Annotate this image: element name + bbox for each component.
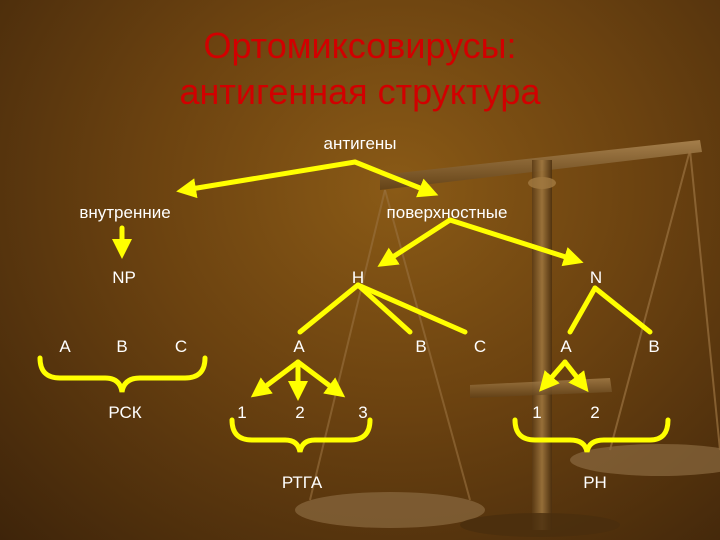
scale-chain-left-2: [384, 189, 471, 501]
line-n-a: [567, 285, 598, 335]
node-surface: поверхностные: [386, 203, 508, 222]
arrow-root-internal: [176, 159, 358, 199]
arrow-na-2: [562, 359, 589, 393]
node-h-3: 3: [358, 403, 368, 422]
title-line-1: Ортомиксовирусы:: [203, 25, 517, 66]
node-antigens: антигены: [323, 134, 397, 153]
node-n-2: 2: [590, 403, 600, 422]
line-n-b: [592, 285, 653, 335]
scale-pan-left: [295, 492, 485, 528]
scale-chain-left-1: [309, 189, 386, 501]
arrow-surface-n: [447, 217, 584, 267]
line-h-b: [355, 282, 413, 335]
node-np-c: C: [174, 337, 188, 356]
arrow-ha-1: [250, 359, 301, 398]
scale-chain-right-1: [609, 149, 691, 451]
node-h-b: B: [415, 337, 427, 356]
node-h-a: A: [293, 337, 305, 356]
method-rn: РН: [583, 473, 607, 492]
brace-np: [37, 355, 208, 393]
arrow-root-surface: [352, 159, 439, 198]
scale-pan-right: [570, 444, 720, 476]
scale-pivot: [528, 177, 556, 189]
node-n-1: 1: [532, 403, 542, 422]
node-n: N: [589, 268, 603, 287]
arrow-na-1: [539, 359, 568, 392]
node-internal: внутренние: [79, 203, 171, 222]
line-h-c: [355, 282, 468, 335]
arrow-ha-3: [295, 359, 346, 398]
node-h-c: C: [473, 337, 487, 356]
method-rsk: РСК: [108, 403, 142, 422]
arrow-surface-h: [377, 217, 453, 267]
brace-h: [229, 417, 373, 453]
node-np-b: B: [116, 337, 128, 356]
node-h-2: 2: [295, 403, 305, 422]
scale-chain-right-2: [689, 149, 720, 451]
brace-n: [512, 417, 671, 453]
node-n-a: A: [560, 337, 572, 356]
node-h-1: 1: [237, 403, 247, 422]
node-h: H: [351, 268, 365, 287]
title-line-2: антигенная структура: [179, 71, 541, 112]
method-rtga: РТГА: [281, 473, 323, 492]
node-n-b: B: [648, 337, 660, 356]
line-h-a: [297, 282, 361, 335]
node-np: NP: [112, 268, 136, 287]
node-np-a: A: [59, 337, 71, 356]
scale-base: [460, 513, 620, 537]
